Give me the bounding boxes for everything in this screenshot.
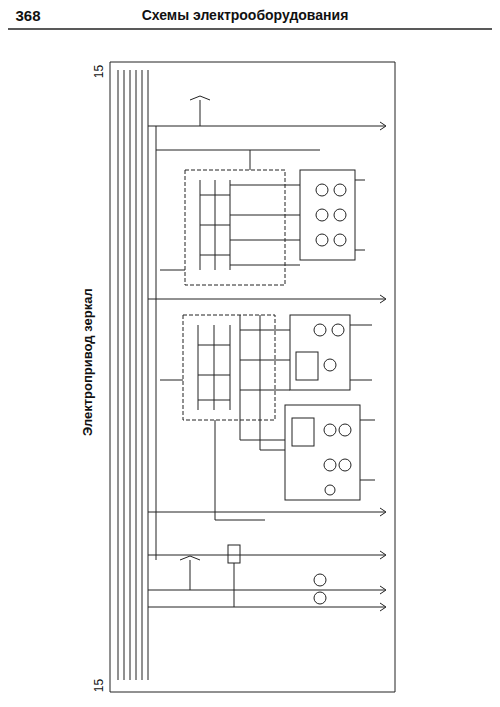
sheet-number: 15 xyxy=(93,678,106,693)
running-header: Схемы электрооборудования xyxy=(141,8,350,23)
diagram-title: Электропривод зеркал xyxy=(81,287,95,437)
sheet-number: 15 xyxy=(93,64,106,79)
page-number: 368 xyxy=(14,8,41,25)
